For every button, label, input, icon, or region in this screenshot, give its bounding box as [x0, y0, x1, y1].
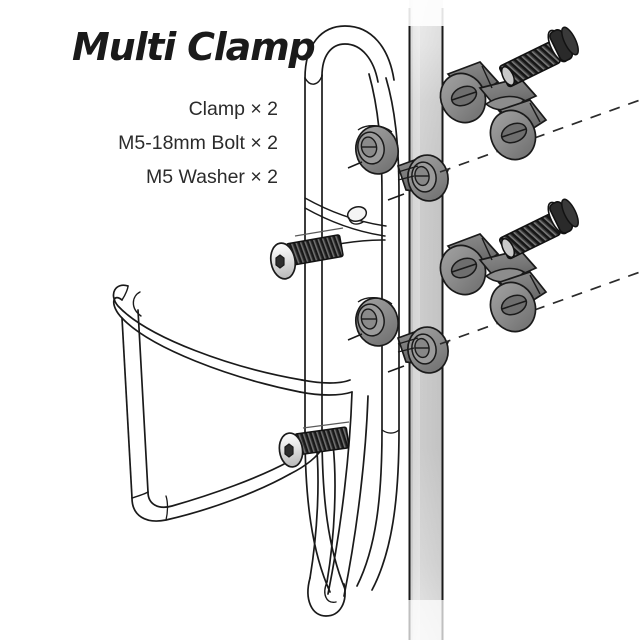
bolt-lower-installed	[278, 421, 350, 468]
seat-post	[406, 0, 446, 640]
bolt-lower-exploded	[498, 198, 579, 260]
cage-mount-boss	[346, 206, 368, 222]
clamp-upper-cage-half	[347, 125, 399, 175]
clamp-lower-post-half	[387, 326, 450, 374]
clamp-upper-exploded	[439, 61, 548, 161]
bolt-middle-installed	[269, 227, 344, 280]
clamp-lower-cage-half	[347, 297, 399, 347]
bolt-lower-tip	[500, 237, 516, 259]
clamp-lower-exploded	[439, 233, 548, 333]
parts-list-item-bolt: M5-18mm Bolt × 2	[118, 132, 278, 154]
bolt-upper-tip	[500, 65, 516, 87]
clamp-upper-post-half	[387, 154, 450, 202]
parts-list-item-washer: M5 Washer × 2	[146, 166, 278, 188]
page-title: Multi Clamp	[72, 25, 314, 69]
parts-list-item-clamp: Clamp × 2	[189, 98, 278, 120]
hex-socket-icon	[275, 254, 285, 269]
bolt-upper-exploded	[498, 26, 579, 88]
hex-socket-icon-lower	[284, 443, 294, 458]
assembly-centerlines	[439, 99, 640, 345]
